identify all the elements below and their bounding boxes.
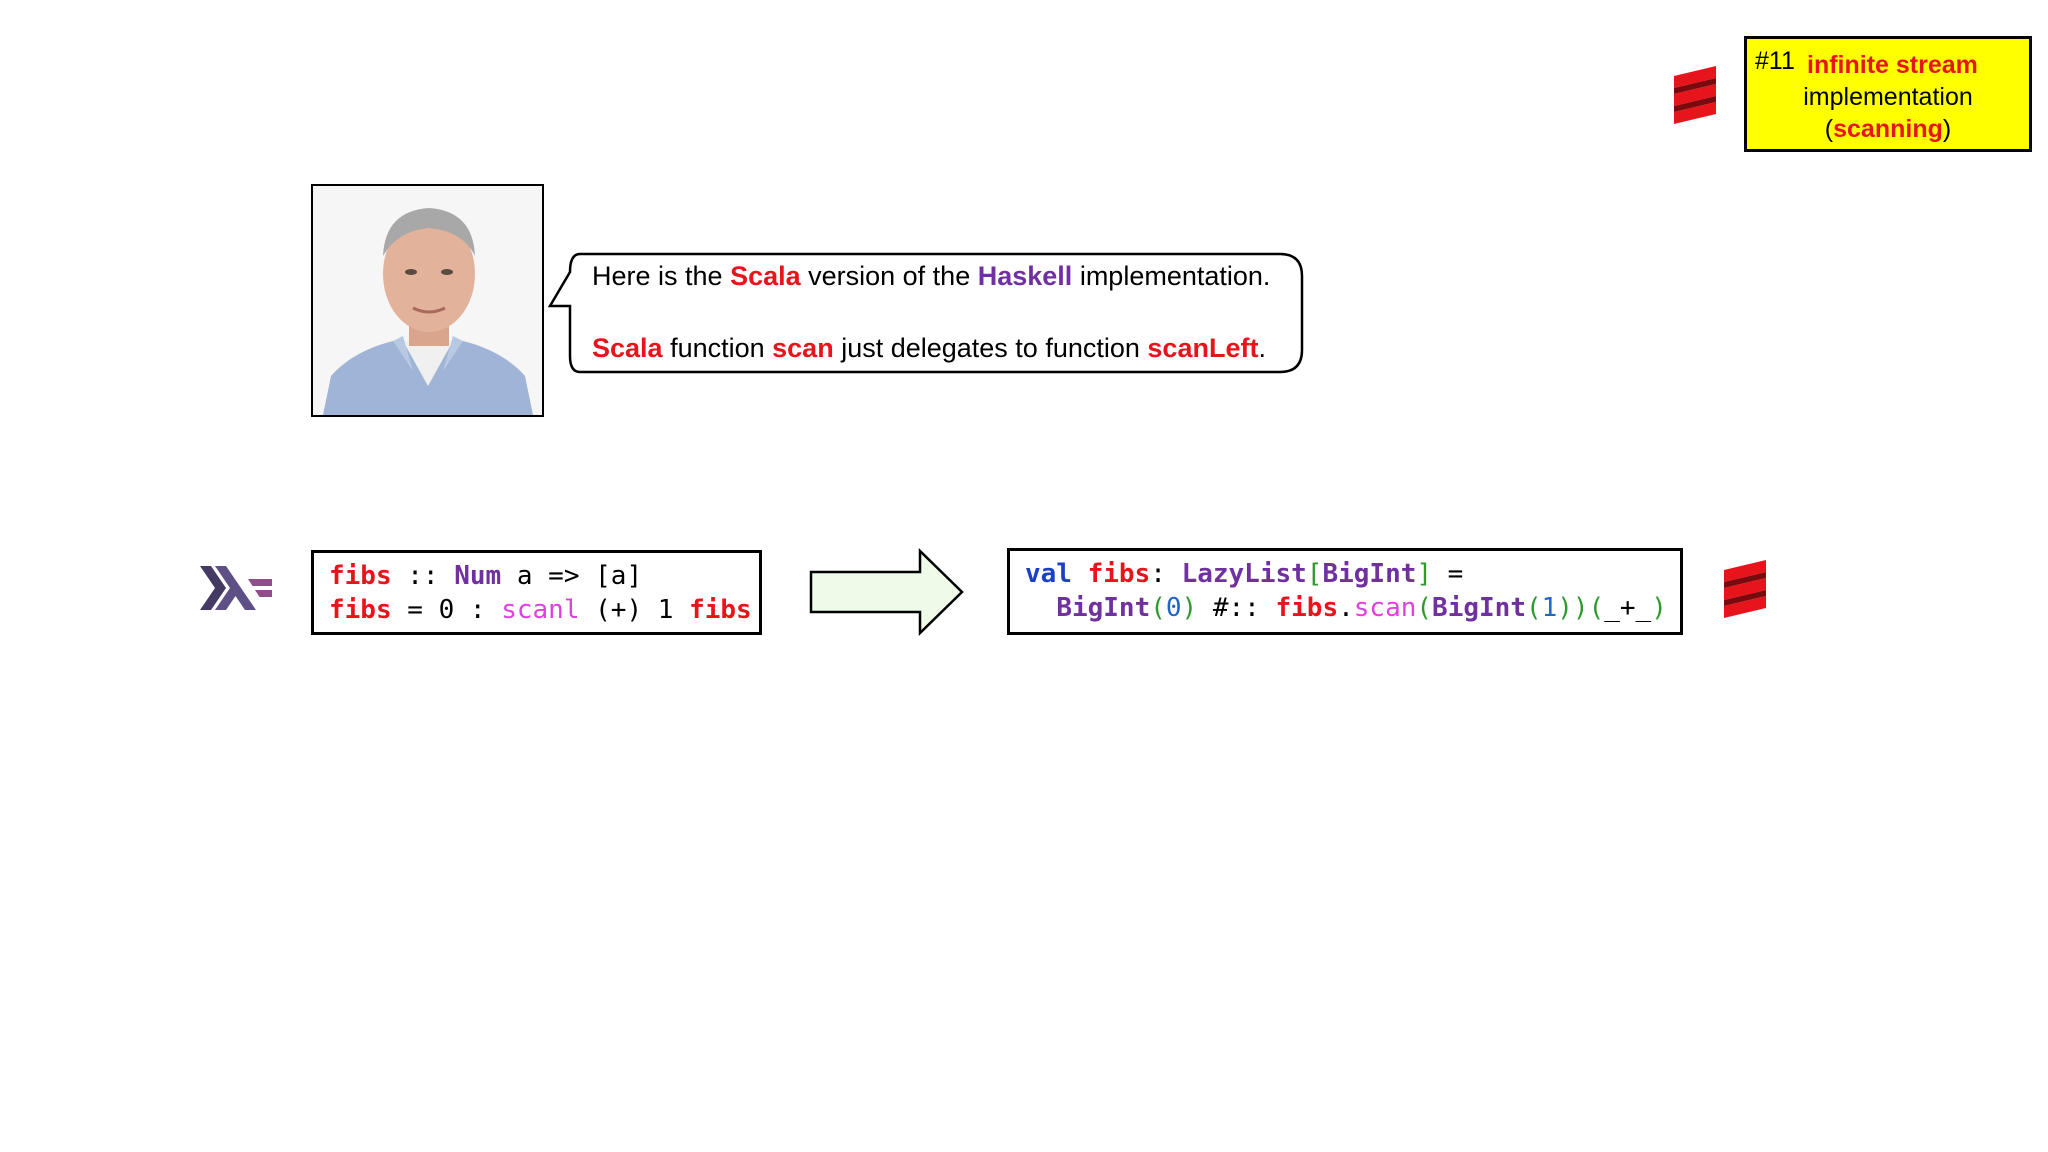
badge-title-line1: infinite stream [1807,51,1978,79]
scala-logo-icon [1724,560,1766,618]
slide-number: #11 [1755,47,1795,75]
scala-code-box: val fibs: LazyList[BigInt] = BigInt(0) #… [1007,548,1683,635]
person-avatar-icon [313,186,542,415]
arrow-right-icon [809,548,964,636]
author-portrait [311,184,544,417]
scala-logo-icon [1674,66,1716,124]
scala-code-line-2: BigInt(0) #:: fibs.scan(BigInt(1))(_+_) [1056,593,1667,623]
haskell-code-line-1: fibs :: Num a => [a] [329,561,643,591]
scala-code-line-1: val fibs: LazyList[BigInt] = [1025,559,1464,589]
bubble-line-2: Scala function scan just delegates to fu… [592,333,1266,363]
bubble-line-1: Here is the Scala version of the Haskell… [592,261,1271,291]
haskell-logo-icon [200,566,272,610]
haskell-code-box: fibs :: Num a => [a]fibs = 0 : scanl (+)… [311,550,762,635]
speech-bubble [547,252,1304,374]
haskell-code-line-2: fibs = 0 : scanl (+) 1 fibs [329,595,752,625]
badge-title-line2: implementation [1803,83,1973,111]
badge-title-line3: (scanning) [1824,115,1952,143]
speech-bubble-text: Here is the Scala version of the Haskell… [592,258,1292,366]
title-badge: #11 infinite stream implementation (scan… [1744,36,2032,152]
